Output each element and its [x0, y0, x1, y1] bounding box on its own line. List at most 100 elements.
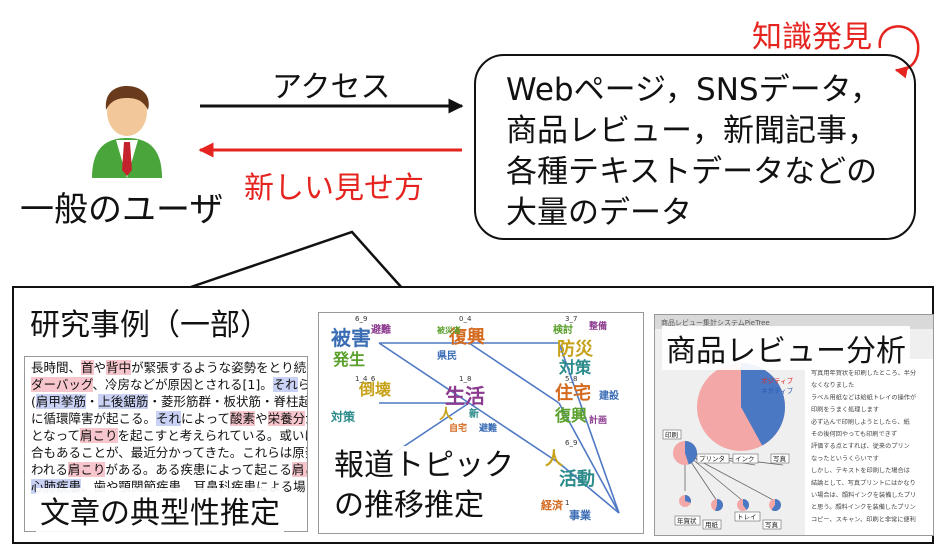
topic-word: 整備: [588, 320, 607, 332]
node-label: 用紙: [705, 520, 719, 529]
main-pie-slice: [741, 363, 785, 446]
node-label: 写真: [765, 520, 779, 529]
snippet-line: われる肩こりがある。ある疾患によって起こる肩こり: [25, 461, 307, 478]
caption-line: 報道トピック: [334, 448, 514, 483]
topic-flow-line: [468, 342, 560, 404]
node-label-box: [732, 453, 759, 464]
node-label-box: [762, 519, 782, 530]
snippet-line: (肩甲挙筋・上後鋸筋・菱形筋群・板状筋・脊柱起立: [31, 394, 308, 409]
review-text-line: ラベル用紙などは給紙トレイの操作が: [811, 393, 917, 401]
topic-word: 自宅: [449, 422, 467, 434]
topic-word: 生活: [445, 384, 485, 408]
node-pie-slice: [685, 495, 691, 503]
topic-word: 経済: [541, 498, 564, 512]
cluster-id-label: 1_8: [459, 375, 471, 383]
topic-word: 人: [545, 449, 564, 470]
topic-word: 住宅: [555, 382, 591, 404]
topic-word: 人: [439, 406, 454, 423]
topic-flow-line: [378, 342, 470, 404]
review-text-line: なくなりました: [811, 382, 854, 389]
snippet-line: となって肩こりを起こすと考えられている。或いは、: [31, 428, 307, 443]
topic-transition-caption: 報道トピック の推移推定: [330, 446, 518, 526]
review-text-panel: [805, 359, 933, 535]
review-text-line: と思う。顔料インクを装備したプリン: [811, 503, 916, 511]
node-label: インク: [735, 455, 755, 463]
data-line: 商品レビュー，新聞記事，: [506, 113, 878, 149]
topic-flow-line: [468, 402, 560, 464]
topic-word: 事業: [569, 508, 592, 522]
node-label-box: [702, 519, 722, 530]
callout-connector: [187, 230, 403, 290]
snippet-line: に循環障害が起こる。それによって酸素や栄養分が: [31, 411, 307, 426]
review-text-line: なったというくらいです: [811, 455, 879, 462]
review-text-line: コピー、スキャン、印刷と非常に便利: [811, 515, 916, 523]
access-label: アクセス: [272, 70, 391, 105]
node-pie-print-slice: [685, 441, 697, 465]
cluster-id-label: 1: [565, 499, 569, 507]
node-label: プリンタ: [699, 454, 725, 463]
caption-line: の推移推定: [334, 488, 484, 523]
topic-flow-line: [558, 462, 620, 514]
data-line: 各種テキストデータなどの: [506, 154, 878, 190]
node-label-box: [662, 429, 682, 440]
topic-word: 建設: [598, 389, 620, 402]
snippet-line: 長時間、首や背中が緊張するような姿勢をとり続け: [31, 360, 308, 375]
review-text-line: 印刷をうまく処理します: [811, 406, 879, 414]
topic-word: 避難: [370, 323, 391, 336]
node-label: 印刷: [665, 431, 678, 439]
topic-word: 新: [469, 407, 479, 420]
node-label-box: [770, 453, 790, 464]
topic-word: 検討: [553, 323, 573, 336]
topic-word: 対策: [558, 358, 592, 377]
review-text-line: その後何回やっても印刷できず: [811, 430, 897, 438]
node-label: 年賀状: [677, 516, 697, 525]
review-text-line: 写真用年賀状を印刷したところ、半分: [811, 369, 916, 377]
review-text-line: 必ず込んで印刷しようとしたら、紙: [811, 418, 911, 426]
review-analysis-caption: 商品レビュー分析: [662, 326, 910, 370]
snippet-line: 合もあることが、最近分かってきた。これらは原発性: [31, 445, 308, 460]
topic-flow-line: [558, 402, 620, 514]
discovery-label: 知識発見: [752, 20, 872, 55]
pietree-graphic: 商品レビュー集計システムPieTree 写真用年賀状を印刷したところ、半分なくなり…: [655, 315, 933, 535]
research-title: 研究事例（一部）: [30, 308, 270, 343]
topic-word: 県民: [437, 349, 457, 362]
topic-word: 計画: [589, 414, 607, 426]
cluster-id-label: 6_9: [355, 315, 367, 323]
node-pie-slice: [715, 499, 723, 511]
user-label: 一般のユーザ: [20, 190, 224, 230]
tree-edge: [684, 452, 744, 502]
node-pie-slice: [771, 499, 781, 511]
topic-word: 被災者: [437, 325, 461, 335]
legend-positive: ポジティブ: [761, 376, 794, 385]
app-header-text: 商品レビュー集計システムPieTree: [661, 318, 770, 327]
data-line: Webページ，SNSデータ，: [506, 72, 882, 108]
cluster-id-label: 1_4_6: [355, 375, 376, 383]
topic-word: 被害: [331, 326, 371, 350]
node-label: 写真: [773, 454, 787, 463]
text-typicality-caption: 文章の典型性推定: [36, 488, 284, 532]
topic-word: 対策: [330, 409, 356, 424]
cluster-id-label: 5_8: [565, 375, 577, 383]
node-label: トレイ: [737, 513, 757, 521]
review-text-line: 評価する点とすれば、従来のプリン: [811, 442, 910, 450]
snippet-line: ダーバッグ、冷房などが原因とされる[1]。それらが: [31, 377, 307, 392]
review-text-line: しかし、テキストを印刷した場合は: [811, 467, 910, 475]
new-view-label: 新しい見せ方: [244, 171, 424, 206]
app-header-bar: [655, 315, 933, 329]
node-label-box: [674, 515, 701, 526]
node-label-box: [734, 511, 761, 522]
topic-word: 復興: [554, 406, 587, 425]
review-text-line: い場合は、顔料インクを装備したプリ: [811, 491, 916, 499]
topic-flow-line: [558, 342, 620, 514]
node-label-box: [696, 453, 730, 464]
topic-word: 活動: [559, 468, 595, 490]
topic-word: 発生: [332, 350, 365, 369]
node-pie-slice: [743, 499, 749, 510]
review-text-line: 結論として、写真プリントにはかなり: [811, 479, 916, 487]
user-icon: [92, 86, 162, 178]
topic-word: 倒壊: [358, 380, 392, 399]
cluster-id-label: 0_4: [459, 315, 472, 323]
data-line: 大量のデータ: [506, 195, 692, 231]
data-sources-box: Webページ，SNSデータ， 商品レビュー，新聞記事， 各種テキストデータなどの…: [474, 54, 916, 240]
